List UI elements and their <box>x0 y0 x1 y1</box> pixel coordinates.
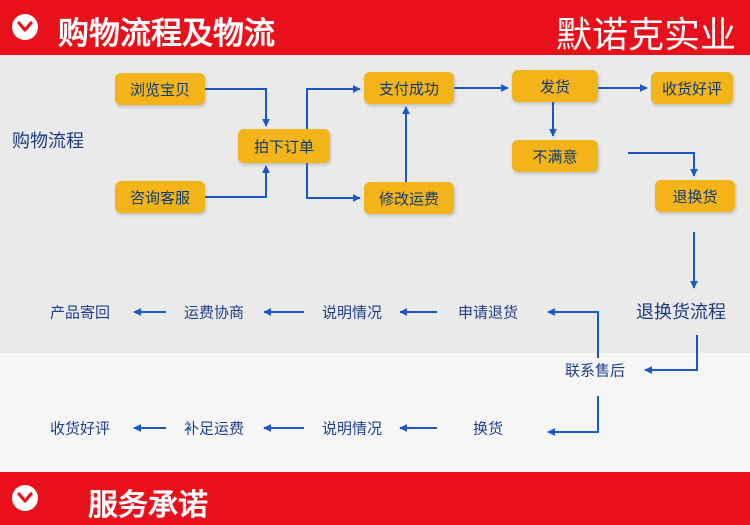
footer-banner: 服务承诺 <box>0 472 750 525</box>
refund-step-send-back: 产品寄回 <box>49 303 111 322</box>
receive-review-box: 收货好评 <box>651 72 733 104</box>
contact-aftersales-label: 联系售后 <box>564 361 626 380</box>
consult-service-box: 咨询客服 <box>115 181 205 213</box>
shopping-process-label: 购物流程 <box>12 131 84 152</box>
contact-to-exchange-arrow <box>547 396 599 436</box>
browse-items-box: 浏览宝贝 <box>115 73 205 105</box>
brand-name: 默诺克实业 <box>555 15 736 56</box>
payment-success-box: 支付成功 <box>364 72 454 104</box>
header-banner: 购物流程及物流 默诺克实业 <box>0 0 750 56</box>
return-process-label: 退换货流程 <box>636 302 726 323</box>
contact-to-refund-arrow <box>547 308 599 358</box>
refund-step-explain: 说明情况 <box>321 303 383 322</box>
service-commitment-title: 服务承诺 <box>88 488 208 523</box>
exchange-step-exchange: 换货 <box>472 419 504 438</box>
modify-shipping-box: 修改运费 <box>364 182 454 214</box>
chevron-down-icon <box>12 14 38 40</box>
refund-step-apply: 申请退货 <box>457 303 519 322</box>
page-title: 购物流程及物流 <box>58 16 275 52</box>
return-exchange-box: 退换货 <box>655 180 735 212</box>
exchange-step-pay-shipping: 补足运费 <box>183 419 245 438</box>
consult-to-order-arrow <box>205 165 270 198</box>
chevron-down-icon <box>12 485 38 511</box>
unsatisfied-box: 不满意 <box>512 140 598 172</box>
unsatisfied-to-return-arrow <box>628 152 698 177</box>
refund-step-negotiate: 运费协商 <box>183 303 245 322</box>
exchange-step-explain: 说明情况 <box>321 419 383 438</box>
place-order-box: 拍下订单 <box>238 129 330 163</box>
exchange-step-receive-review: 收货好评 <box>49 419 111 438</box>
returns-process-panel <box>0 353 750 472</box>
process-to-contact-arrow <box>644 335 698 374</box>
order-to-pay-arrow <box>306 85 361 129</box>
browse-to-order-arrow <box>205 88 270 127</box>
order-to-modify-arrow <box>306 163 361 202</box>
ship-box: 发货 <box>512 70 598 102</box>
